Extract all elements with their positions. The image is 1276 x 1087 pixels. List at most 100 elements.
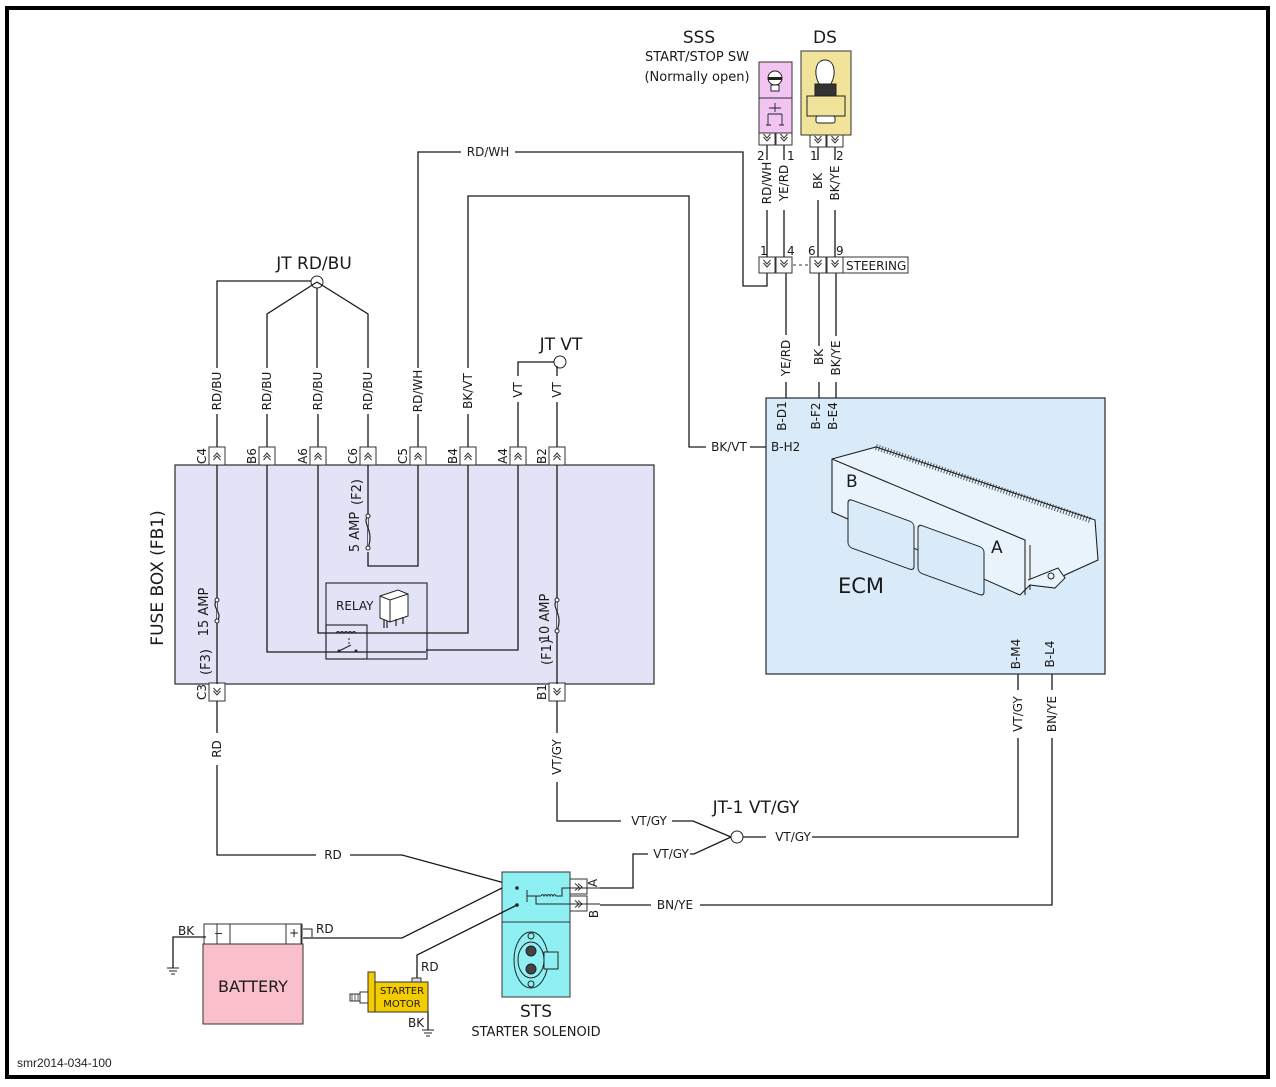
- relay-icon: [379, 589, 409, 628]
- pin-label: C5: [396, 448, 410, 464]
- figure-id: smr2014-034-100: [17, 1056, 112, 1070]
- steering-label: STEERING: [846, 259, 906, 273]
- sts-code: STS: [520, 1002, 552, 1022]
- junction-label: JT-1 VT/GY: [712, 798, 800, 818]
- pin-label: C3: [195, 684, 209, 700]
- fuse-f2-icon: [365, 513, 371, 551]
- wire-vtgy: [556, 701, 732, 838]
- wire-label: BK: [811, 172, 825, 189]
- motor-label-line1: STARTER: [380, 986, 424, 997]
- pin-label: C4: [195, 448, 209, 464]
- junction-jt1-vtgy: JT-1 VT/GY VT/GY VT/GY VT/GY: [600, 674, 1025, 889]
- button-icon: [767, 70, 783, 92]
- wire-label: RD/WH: [760, 162, 774, 205]
- fuse-f2-id: (F2): [350, 479, 365, 505]
- wire-label: BK: [408, 1016, 425, 1030]
- ecm-connector-a: A: [991, 538, 1003, 558]
- steering-connector: STEERING 1 4 6 9: [758, 244, 909, 274]
- pin-label: B4: [446, 448, 460, 464]
- wire-label: RD: [421, 960, 439, 974]
- solenoid-icon: [513, 931, 559, 989]
- wire-label: BK: [812, 348, 826, 365]
- ecm-pin: B-M4: [1009, 639, 1023, 670]
- junction-jt-vt: JT VT: [517, 335, 583, 447]
- wire-label: VT: [550, 382, 564, 398]
- wire-label: YE/RD: [777, 165, 791, 203]
- wire-label: RD/BU: [311, 372, 325, 411]
- pin-label: 1: [787, 149, 795, 163]
- pin-label: 1: [760, 244, 768, 258]
- battery-label: BATTERY: [218, 977, 288, 996]
- junction-label: JT RD/BU: [275, 254, 352, 274]
- wire-label: BN/YE: [1045, 696, 1059, 732]
- diagram-frame: [5, 6, 1270, 1079]
- wire-label: RD: [324, 848, 342, 862]
- wire-label: YE/RD: [779, 340, 793, 378]
- wire-label: BK/VT: [461, 372, 475, 408]
- ds-code: DS: [813, 28, 837, 48]
- wire-label: VT/GY: [550, 739, 564, 775]
- terminal-c3: [208, 682, 226, 702]
- wire-label: RD: [210, 740, 224, 758]
- fuse-f3-id: (F3): [199, 649, 214, 675]
- rdbu-wires: [216, 414, 369, 447]
- wire-label: RD/WH: [411, 370, 425, 413]
- switch-symbol-icon: [766, 103, 784, 126]
- wire-label: BK/YE: [828, 165, 842, 200]
- starter-solenoid: A B STS STARTER SOLENOID: [471, 871, 601, 1040]
- relay-label: RELAY: [336, 599, 374, 613]
- motor-shaft-icon: [349, 991, 369, 1004]
- wire-label: RD: [316, 922, 334, 936]
- ecm-pin: B-F2: [809, 402, 823, 429]
- fuse-f1-icon: [554, 597, 560, 634]
- wire-label: BK/VT: [711, 440, 747, 454]
- sts-name: STARTER SOLENOID: [471, 1025, 600, 1040]
- ds-switch-icon: [806, 59, 846, 124]
- pin-label: 2: [836, 149, 844, 163]
- wire-bnye: [600, 674, 1053, 906]
- pin-label: B1: [535, 684, 549, 700]
- ds-switch: DS 1 2: [800, 28, 852, 163]
- pin-label: 2: [757, 149, 765, 163]
- wire-rd: [216, 701, 513, 886]
- pin-label: A6: [296, 448, 310, 464]
- wire-bkvt: [467, 195, 770, 448]
- fuse-f3-rating: 15 AMP: [197, 588, 212, 637]
- wire-label: BK: [178, 924, 195, 938]
- ecm-connector-b: B: [846, 472, 858, 492]
- wire-rdwh: [417, 151, 768, 368]
- fuse-f1-id: (F1): [540, 639, 555, 665]
- fuse-f2-rating: 5 AMP: [348, 512, 363, 553]
- wire-label: VT/GY: [1011, 696, 1025, 732]
- wire-label: RD/BU: [260, 372, 274, 411]
- pin-label: 9: [836, 244, 844, 258]
- starter-motor: RD STARTER MOTOR BK: [349, 904, 518, 1037]
- ecm-pin: B-E4: [826, 402, 840, 430]
- pin-label: B6: [245, 448, 259, 464]
- fuse-box-top-terminals: [208, 446, 566, 466]
- fuse-box: FUSE BOX (FB1) C4 B6 A6 C6 C5 B4 A4 B2 C…: [148, 446, 655, 702]
- ecm-label: ECM: [838, 574, 884, 598]
- wire-label: VT/GY: [631, 814, 667, 828]
- wire-label: BN/YE: [657, 898, 693, 912]
- start-stop-switch: SSS START/STOP SW (Normally open) 2 1: [644, 28, 794, 163]
- fuse-f1-rating: 10 AMP: [538, 594, 553, 643]
- ecm-pin: B-H2: [771, 440, 800, 454]
- wire-label: VT/GY: [775, 830, 811, 844]
- wire-label: RD/WH: [467, 145, 510, 159]
- pin-label: C6: [346, 448, 360, 464]
- battery: − + BATTERY BK RD: [167, 887, 503, 1025]
- pin-label: 6: [808, 244, 816, 258]
- wire-label: VT/GY: [653, 847, 689, 861]
- battery-pos-icon: +: [289, 926, 299, 940]
- ecm-pin: B-D1: [775, 401, 789, 430]
- ecm: ECM B A B-D1 B-F2 B-E4 B-H2 B-M4 B-L4: [765, 397, 1106, 675]
- fuse-box-title: FUSE BOX (FB1): [148, 510, 168, 645]
- pin-label: B2: [535, 448, 549, 464]
- pin-label: A4: [496, 448, 510, 464]
- fuse-box-body: [174, 464, 655, 685]
- battery-neg-icon: −: [214, 927, 223, 940]
- wire-label: RD/BU: [361, 372, 375, 411]
- terminal-b1: [548, 682, 566, 702]
